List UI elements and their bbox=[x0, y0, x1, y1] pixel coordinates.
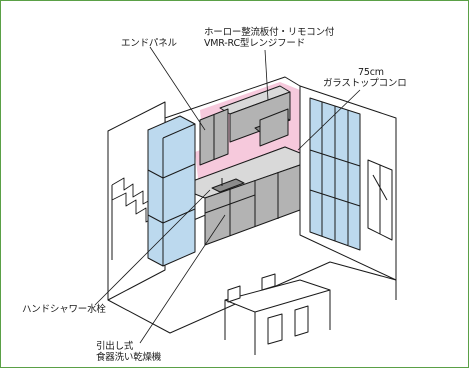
base-cabinets bbox=[189, 146, 301, 246]
leader-lines bbox=[94, 46, 361, 344]
label-range-hood-line2: VMR-RC型レンジフード bbox=[204, 38, 306, 49]
dining-set bbox=[224, 273, 331, 355]
upper-cabinets bbox=[199, 108, 289, 166]
label-range-hood-line1: ホーロー整流板付・リモコン付 bbox=[204, 27, 335, 38]
tall-right-cabinets bbox=[309, 97, 361, 251]
label-dishwasher-line2: 食器洗い乾燥機 bbox=[96, 352, 162, 363]
label-cooktop-name: ガラストップコンロ bbox=[323, 78, 407, 89]
tall-left-cabinet bbox=[147, 115, 196, 267]
label-cooktop-size: 75cm bbox=[358, 67, 384, 78]
label-end-panel: エンドパネル bbox=[121, 38, 177, 49]
label-dishwasher-line1: 引出し式 bbox=[96, 341, 134, 352]
label-hand-shower-faucet: ハンドシャワー水栓 bbox=[22, 304, 106, 315]
window bbox=[367, 159, 393, 241]
